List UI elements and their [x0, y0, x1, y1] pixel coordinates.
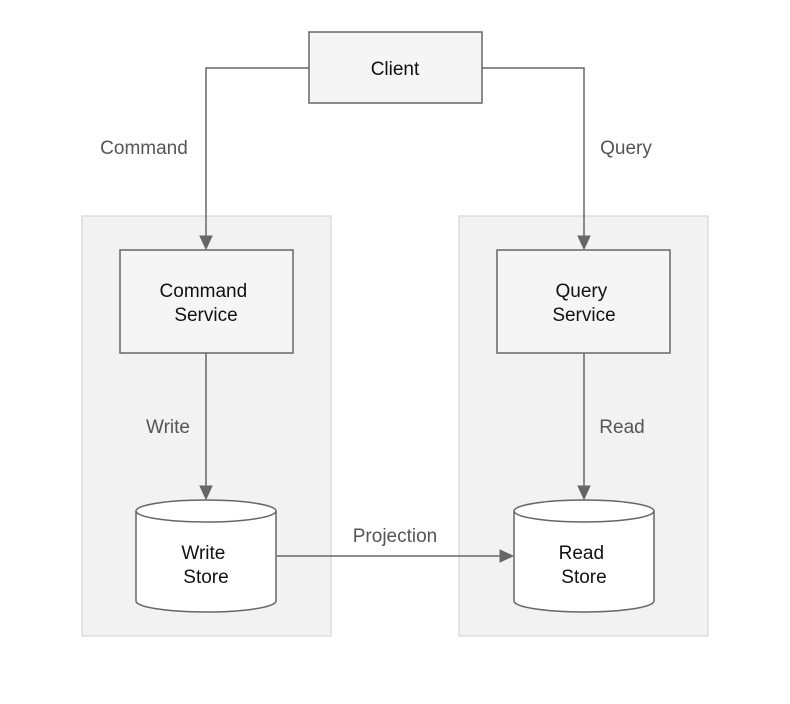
edge-read	[577, 353, 591, 501]
read-store-cylinder-body	[513, 511, 655, 613]
edge-projection	[277, 549, 515, 563]
edge-label-projection: Projection	[353, 526, 438, 547]
node-query-service-line-2: Service	[552, 305, 615, 326]
node-command-service-line-1: Command	[160, 281, 248, 302]
node-write-store-line-1: Write	[181, 543, 225, 564]
edge-read-arrowhead	[577, 485, 591, 501]
node-read-store-line-1: Read	[559, 543, 604, 564]
edge-query-arrowhead	[577, 235, 591, 251]
node-client: Client	[308, 31, 483, 104]
edge-projection-arrowhead	[499, 549, 515, 563]
node-client-label: Client	[371, 59, 420, 80]
node-query-service: Query Service	[496, 249, 671, 354]
edge-query	[482, 67, 591, 251]
edge-command	[199, 67, 309, 251]
node-command-service: Command Service	[119, 249, 294, 354]
edge-label-read: Read	[599, 417, 644, 438]
edge-label-write: Write	[146, 417, 190, 438]
node-command-service-label: Command Service	[160, 281, 253, 326]
node-read-store: Read Store	[513, 499, 655, 613]
node-write-store-label: Write Store	[181, 543, 230, 588]
edge-write	[199, 353, 213, 501]
read-store-cylinder-top	[513, 499, 655, 523]
edge-command-arrowhead	[199, 235, 213, 251]
edge-label-query: Query	[600, 138, 652, 159]
node-read-store-line-2: Store	[561, 567, 606, 588]
write-store-cylinder-top	[135, 499, 277, 523]
edge-write-arrowhead	[199, 485, 213, 501]
node-read-store-label: Read Store	[559, 543, 610, 588]
write-store-cylinder-body	[135, 511, 277, 613]
node-write-store-line-2: Store	[183, 567, 228, 588]
edge-label-command: Command	[100, 138, 188, 159]
node-query-service-line-1: Query	[555, 281, 607, 302]
node-query-service-label: Query Service	[552, 281, 615, 326]
node-write-store: Write Store	[135, 499, 277, 613]
node-command-service-line-2: Service	[174, 305, 237, 326]
